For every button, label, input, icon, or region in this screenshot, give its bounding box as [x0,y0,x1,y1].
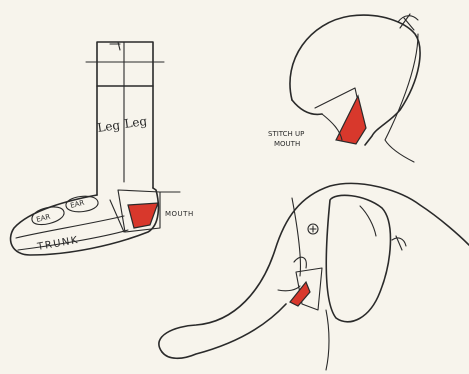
sock-figure: Leg Leg EAR EAR TRUNK MOUTH [11,42,194,255]
leg-left-label: Leg [96,118,121,135]
ear-detail [360,206,376,236]
stitch-label-line2: MOUTH [274,140,300,148]
head-seam [292,198,301,276]
elephant-back-outline [159,183,469,352]
ear-tie-knot [392,236,406,250]
head-closeup-figure: STITCH UP MOUTH [268,14,420,162]
mouth-chin-line [278,286,300,291]
elephant-eye-mark [310,226,316,232]
ear-left-label: EAR [36,213,52,224]
sock-leg-sides [97,86,153,195]
leg-right-label: Leg [123,114,148,131]
elephant-trunk-underside [162,304,286,358]
trunk-label: TRUNK [36,235,80,253]
cuff-tick [110,42,120,50]
elephant-ear [326,195,390,321]
sock-cuff [97,42,153,86]
head-mouth-fill [336,96,366,144]
sock-mouth-fill [128,203,158,228]
elephant-figure [159,183,469,370]
head-tail-line [385,34,418,162]
mouth-label: MOUTH [165,210,194,218]
front-leg-line [326,310,329,370]
stitch-label-line1: STITCH UP [268,130,304,138]
